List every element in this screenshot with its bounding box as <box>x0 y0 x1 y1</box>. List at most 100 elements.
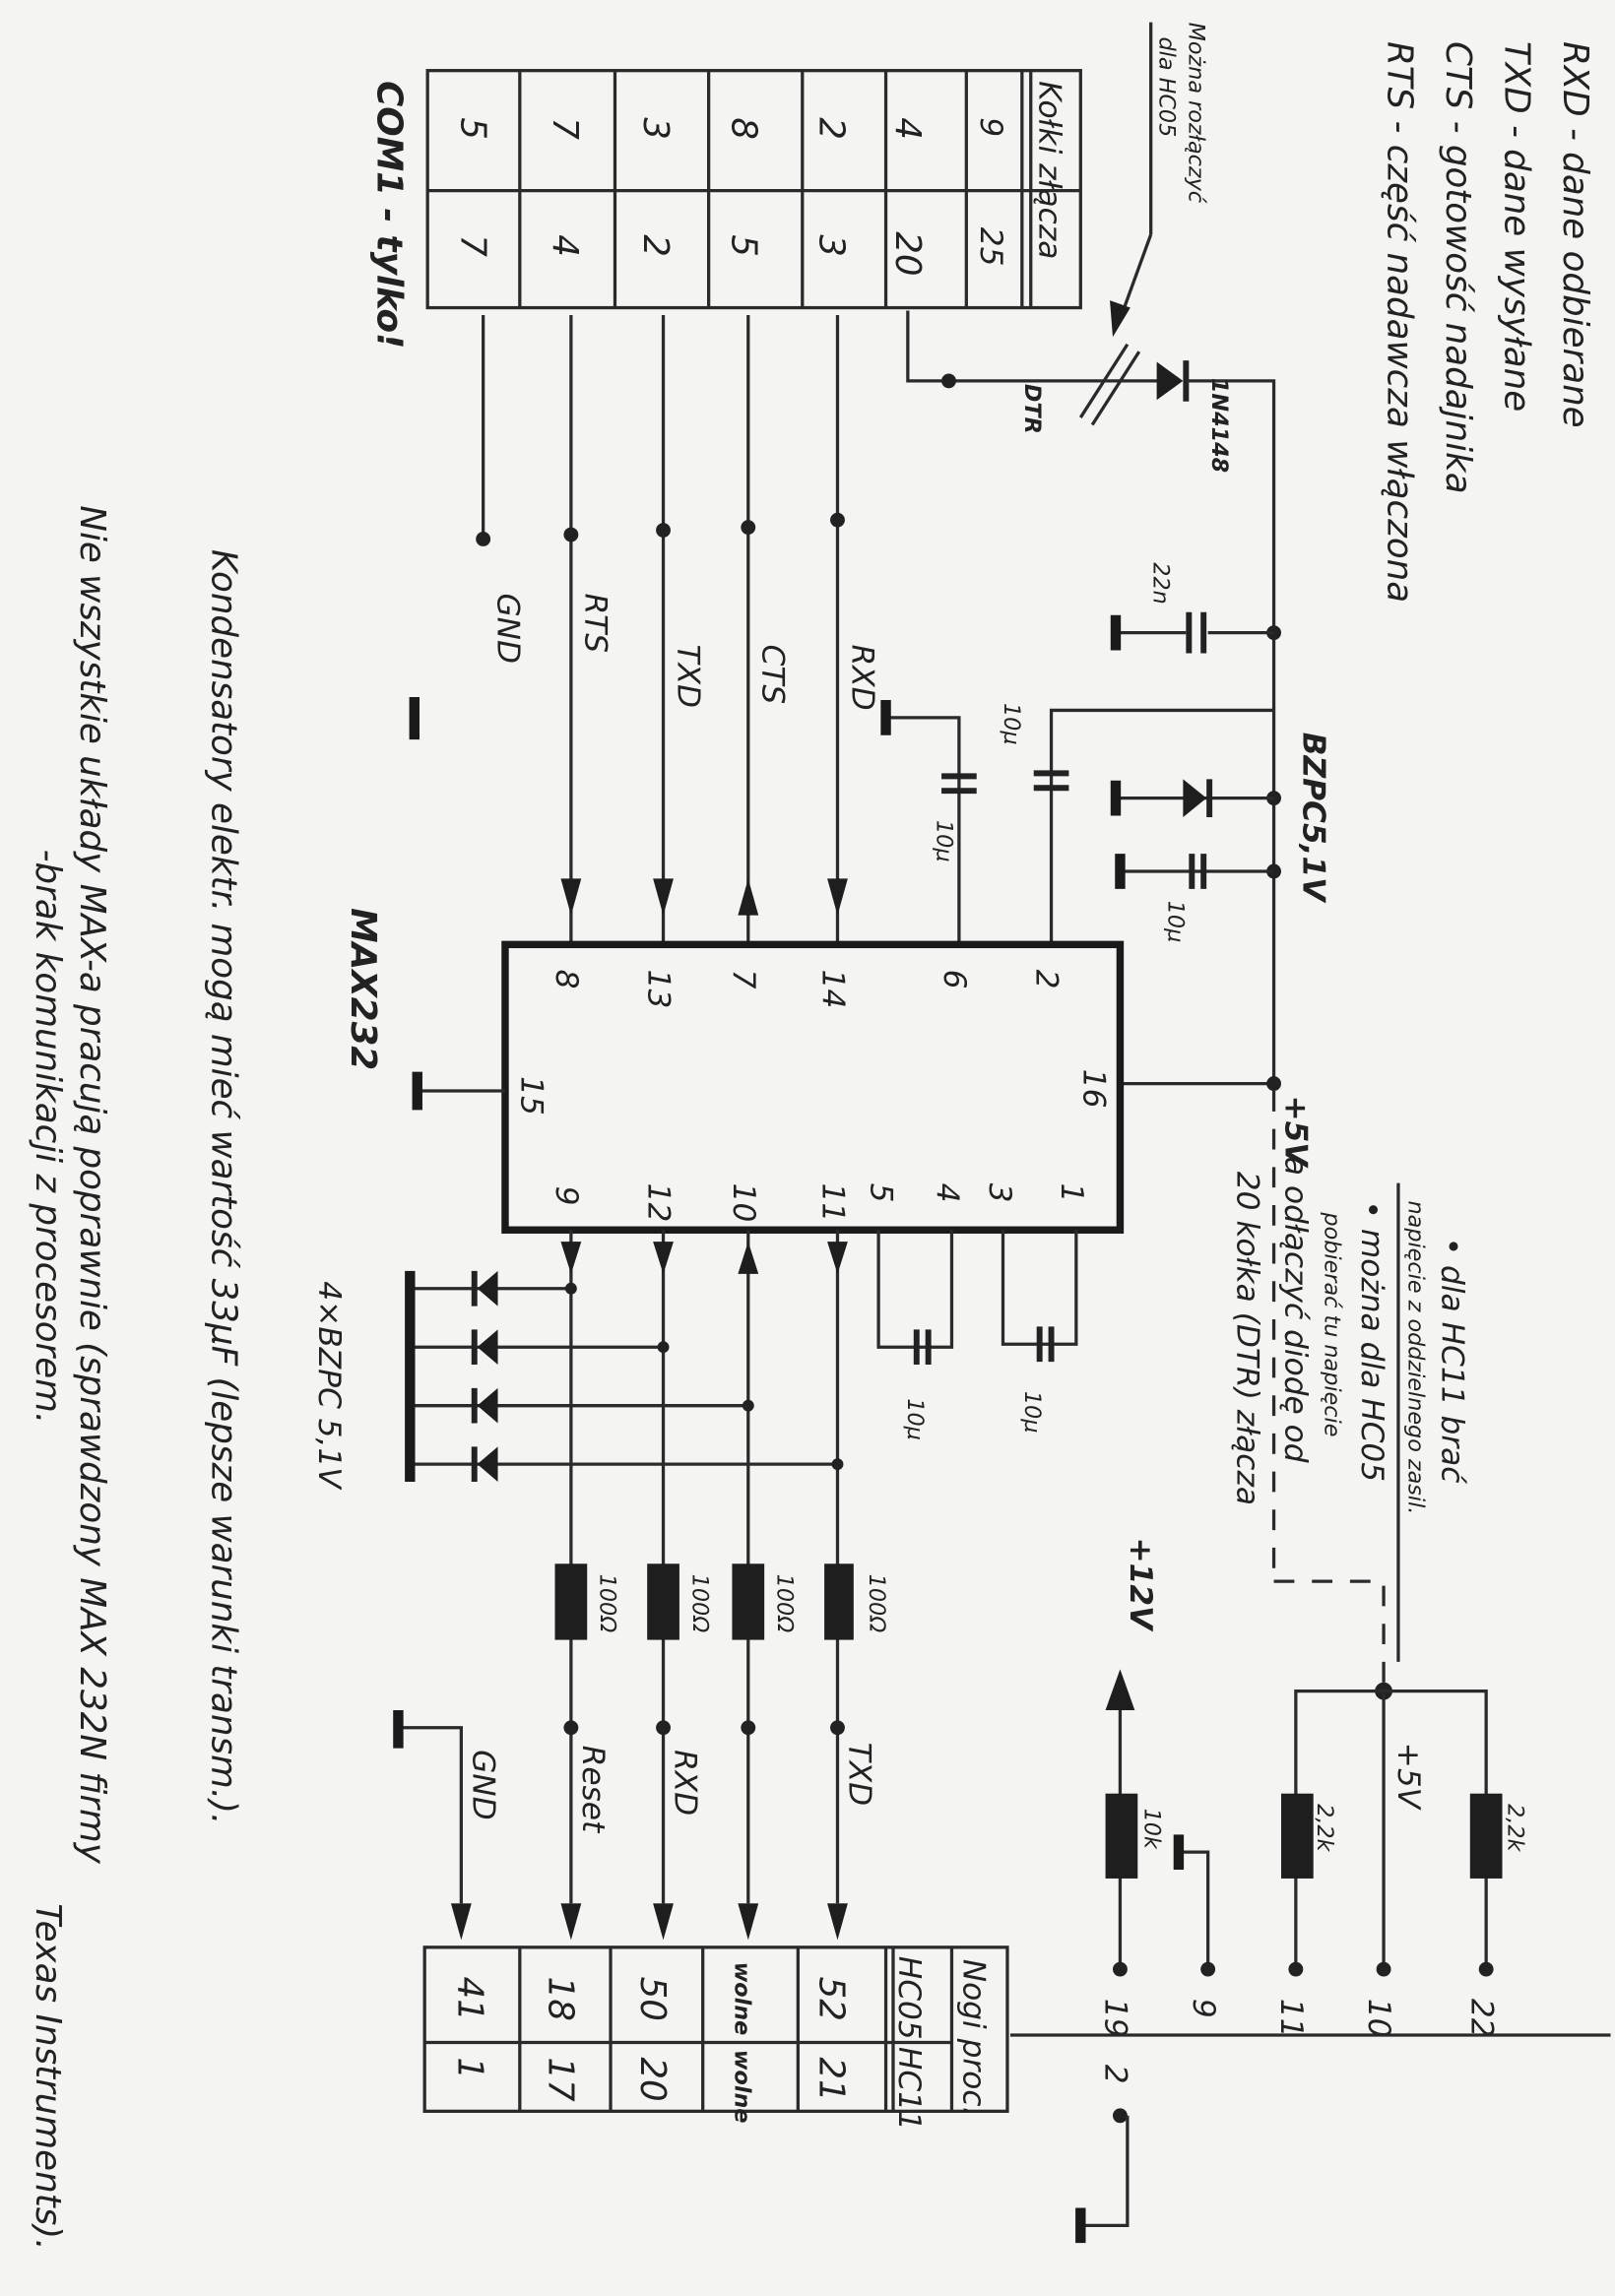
legend-rts: RTS - część nadawcza włączona <box>1380 41 1420 603</box>
junction-dot <box>830 1720 845 1736</box>
label: TXD <box>841 1743 876 1806</box>
legend-txd: TXD - dane wysyłane <box>1496 41 1536 412</box>
label: 20 kołka (DTR) złącza <box>1229 1172 1264 1505</box>
label: CTS <box>755 645 791 705</box>
zener-diodes <box>405 1270 844 1483</box>
label: Reset <box>575 1746 611 1834</box>
label: 100Ω <box>686 1574 712 1633</box>
label: 100Ω <box>864 1574 889 1633</box>
junction-dot <box>1113 2108 1128 2124</box>
label: 10k <box>1139 1809 1165 1850</box>
junction-dot <box>1376 1961 1391 1977</box>
junction-dot <box>563 1720 579 1736</box>
label: 9 <box>549 1186 584 1206</box>
junction-dot <box>563 527 579 542</box>
break-mark <box>1090 351 1141 426</box>
junction-dot <box>941 373 956 389</box>
label: 100Ω <box>595 1574 620 1633</box>
label: HC05 <box>891 1956 927 2040</box>
junction-dot <box>656 1720 671 1736</box>
label: Nogi proc. <box>955 1959 991 2117</box>
label: +5V <box>1390 1743 1426 1812</box>
junction-dot <box>742 1399 754 1412</box>
label: Texas Instruments). <box>28 1903 68 2250</box>
resistor-100-icon <box>732 1563 765 1640</box>
label: TXD <box>670 645 705 709</box>
legend-cts: CTS - gotowość nadajnika <box>1438 41 1478 494</box>
label: HC11 <box>891 2047 927 2131</box>
label: 2 <box>635 234 676 257</box>
junction-dot <box>657 1341 670 1354</box>
label: 19 <box>1098 1999 1133 2038</box>
wire <box>1080 2115 1130 2227</box>
signal-lines-top: RXD CTS TXD RTS GND <box>476 314 879 945</box>
legend-rxd: RXD - dane odbierane <box>1555 41 1595 428</box>
label: 52 <box>811 1977 852 2021</box>
label: 41 <box>449 1977 489 2021</box>
junction-dot <box>1288 1961 1304 1977</box>
label: pobierać tu napięcie <box>1320 1211 1345 1436</box>
label: 11 <box>815 1183 851 1223</box>
label: 100Ω <box>772 1574 798 1633</box>
label: 7 <box>726 970 761 989</box>
arrow-icon <box>738 1242 759 1274</box>
arrow-icon <box>477 1446 498 1483</box>
arrow-icon <box>653 1242 674 1274</box>
max232-chip: MAX232 8 13 7 14 6 2 9 12 10 11 5 4 3 1 … <box>343 908 1125 1234</box>
resistor-2k2-icon <box>1280 1793 1314 1879</box>
label: 18 <box>541 1977 581 2021</box>
junction-dot <box>1266 1076 1281 1092</box>
hc05-note-line2: dla HC05 <box>1154 36 1180 137</box>
label: 4 <box>930 1183 965 1203</box>
label: RXD <box>844 645 879 711</box>
label: 1 <box>449 2057 489 2079</box>
zeners-label: 4×BZPC 5,1V <box>311 1281 347 1491</box>
wire <box>398 1726 463 1904</box>
label: 8 <box>549 970 584 989</box>
component-body <box>501 940 1125 1234</box>
label: 10µ <box>902 1398 928 1440</box>
label: 10 <box>726 1183 761 1223</box>
label: 10µ <box>999 703 1024 745</box>
wire <box>1049 708 1274 945</box>
label: 7 <box>545 117 585 140</box>
cap-22n-label: 22n <box>1148 562 1174 605</box>
junction-dot <box>830 512 845 528</box>
note-arrow <box>1120 233 1153 316</box>
label: 12 <box>641 1183 677 1223</box>
label: 10µ <box>1163 901 1189 943</box>
wire <box>885 716 961 945</box>
dtr-wire <box>906 310 1172 383</box>
label: RXD <box>667 1750 702 1816</box>
label: 4 <box>545 234 585 257</box>
bottom-notes: Kondensatory elektr. mogą mieć wartość 3… <box>28 505 243 2250</box>
label: 14 <box>815 970 851 1009</box>
processor-pin-table: Nogi proc. HC05 HC11 52 21 wolne wolne 5… <box>422 1945 1009 2131</box>
diode-label: 1N4148 <box>1206 378 1232 473</box>
arrow-head-icon <box>1110 300 1130 338</box>
arrow-icon <box>827 878 848 916</box>
wire <box>1273 1579 1386 1685</box>
label: 13 <box>641 970 677 1009</box>
processor-power: +12V 10k 2,2k 2,2k +5V 22 10 11 9 19 2 <box>1009 1538 1611 2244</box>
dtr-label: DTR <box>1019 384 1045 434</box>
label: 20 <box>632 2057 673 2101</box>
chip-name: MAX232 <box>343 908 383 1070</box>
com-table-header: Kołki złącza <box>1032 81 1067 259</box>
plus5v-label: +5V <box>1277 1095 1313 1169</box>
zener-label: BZPC5,1V <box>1295 733 1330 905</box>
arrow-icon <box>653 1903 674 1941</box>
label: 8 <box>723 117 763 140</box>
label: 3 <box>982 1183 1017 1203</box>
label: 3 <box>635 117 676 140</box>
arrow-icon <box>827 1903 848 1941</box>
resistor-10k-icon <box>1105 1793 1138 1879</box>
vcc-wire <box>1120 379 1276 1086</box>
arrow-icon <box>560 878 582 916</box>
label: • dla HC11 brać <box>1435 1238 1470 1486</box>
arrow-icon <box>477 1270 498 1307</box>
component-body <box>422 1945 1009 2113</box>
junction-dot <box>1478 1961 1494 1977</box>
